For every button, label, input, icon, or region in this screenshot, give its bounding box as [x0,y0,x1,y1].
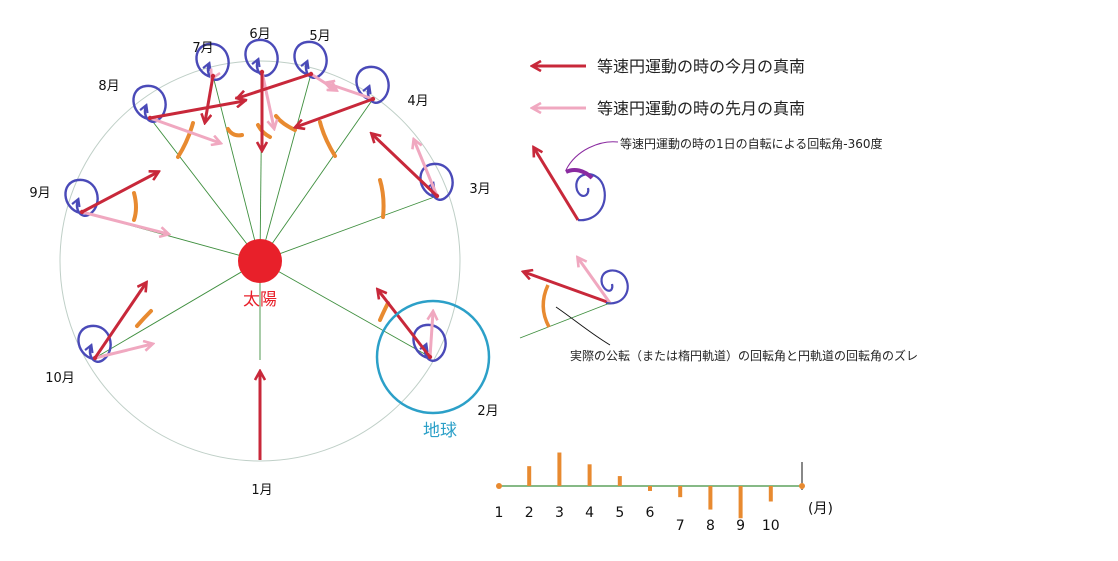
current-south-arrow [296,97,374,127]
legend-current-text: 等速円運動の時の今月の真南 [597,57,805,76]
previous-south-arrows [81,71,439,360]
deviation-arc [176,121,195,159]
deviation-arc [135,309,153,328]
chart-start-dot [496,483,502,489]
legend-previous-text: 等速円運動の時の先月の真南 [597,99,805,118]
current-south-arrow [81,172,158,214]
bar [738,486,743,519]
previous-south-arrow [260,71,274,128]
sun-label: 太陽 [243,290,277,310]
month-labels: 1月 2月 3月 4月 5月 6月 7月 8月 9月 10月 [29,27,498,498]
rotation-loop [412,323,447,362]
earth-dot [370,96,376,102]
tick-label: 3 [555,505,564,521]
earth-dot [427,354,433,360]
spoke [259,98,374,262]
earth-dot [434,193,440,199]
spoke [259,73,312,262]
earth-dot [92,355,98,361]
tick-label: 7 [676,518,685,534]
month-label-4: 4月 [407,94,428,109]
deviation-arc [226,127,244,138]
chart-tick-labels: 1 2 3 4 5 6 7 8 9 10 [495,505,780,534]
tick-label: 5 [615,505,624,521]
earth-dot [210,73,216,79]
deviation-arc [132,191,138,222]
legend-deviation-text: 実際の公転（または楕円軌道）の回転角と円軌道の回転角のズレ [570,348,918,363]
spoke [212,75,261,262]
bar [557,452,562,486]
current-south-arrow [149,101,244,120]
earth-highlight-circle [375,299,491,415]
spoke [259,195,438,262]
previous-south-arrow [414,140,439,197]
month-label-6: 6月 [249,27,270,42]
tick-label: 8 [706,518,715,534]
tick-label: 1 [495,505,504,521]
month-label-10: 10月 [45,371,75,386]
legend-rotation: 等速円運動の時の1日の自転による回転角-360度 [534,136,883,222]
previous-south-arrow [430,312,433,358]
month-label-9: 9月 [29,186,50,201]
tick-label: 2 [525,505,534,521]
previous-south-arrow [94,344,152,360]
chart-xlabel: (月) [808,501,833,517]
month-label-3: 3月 [469,182,490,197]
month-label-7: 7月 [192,41,213,56]
bar [617,476,622,486]
legend: 等速円運動の時の今月の真南 等速円運動の時の先月の真南 等速円運動の時の1日の自… [519,57,918,363]
tick-label: 6 [646,505,655,521]
bar [768,486,773,502]
bar [587,464,592,486]
tick-label: 9 [736,518,745,534]
legend-current-south: 等速円運動の時の今月の真南 [533,57,805,76]
chart-bars [527,452,773,519]
previous-south-arrow [149,116,220,143]
spoke [94,260,261,359]
sun-disc [238,239,282,283]
previous-south-arrow [310,72,336,90]
earth-label: 地球 [423,421,457,441]
month-label-8: 8月 [98,79,119,94]
tick-label: 4 [585,505,594,521]
rotation-loop [132,84,167,123]
earth-dot [259,69,265,75]
earth-dots [79,69,440,361]
month-label-1: 1月 [251,483,272,498]
current-south-arrow [205,75,215,122]
legend-previous-south: 等速円運動の時の先月の真南 [533,99,805,118]
previous-south-arrow [81,210,168,234]
deviation-arc [256,123,272,139]
earth-dot [147,115,153,121]
bar [527,466,532,486]
current-south-arrows [81,72,439,359]
bar [708,486,713,510]
deviation-bar-chart: 1 2 3 4 5 6 7 8 9 10 (月) [495,452,833,534]
deviation-arc [378,178,386,219]
deviation-arcs [132,114,390,328]
deviation-arc [274,114,297,132]
spoke [259,260,431,358]
deviation-arc [318,120,337,158]
current-south-arrow [93,283,146,359]
tick-label: 10 [762,518,780,534]
rotation-loop [244,38,279,77]
current-south-arrow [378,290,432,358]
deviation-arc [378,301,390,322]
chart-end-dot [799,483,805,489]
earth-dot [79,209,85,215]
bar [648,486,652,491]
current-south-arrow [238,72,312,98]
month-label-2: 2月 [477,404,498,419]
bar [678,486,683,498]
legend-rotation-text: 等速円運動の時の1日の自転による回転角-360度 [620,136,883,151]
legend-deviation: 実際の公転（または楕円軌道）の回転角と円軌道の回転角のズレ [519,258,918,363]
spoke [149,117,261,262]
earth-dot [308,71,314,77]
rotation-loop [64,178,99,217]
current-south-arrow [372,134,439,198]
month-label-5: 5月 [309,29,330,44]
